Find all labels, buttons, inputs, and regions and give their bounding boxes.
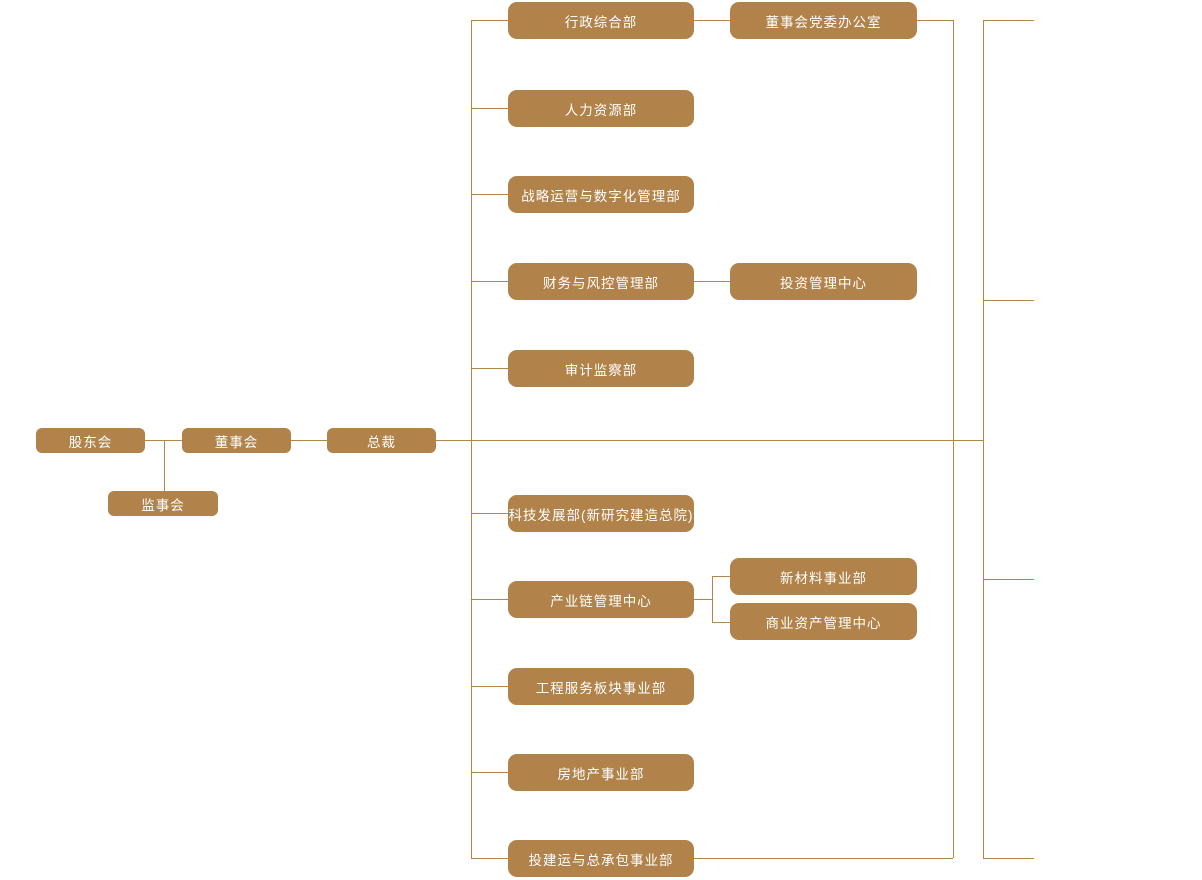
node-commercial-asset-center: 商业资产管理中心 bbox=[730, 603, 917, 640]
node-president: 总裁 bbox=[327, 428, 436, 453]
connector-left-trunk bbox=[471, 20, 472, 858]
connector-right-stub-2 bbox=[983, 300, 1034, 301]
node-audit-supervision-dept: 审计监察部 bbox=[508, 350, 694, 387]
connector-right-trunk-b bbox=[983, 20, 984, 858]
node-board-of-directors: 董事会 bbox=[182, 428, 291, 453]
connector-stub-finance bbox=[471, 281, 508, 282]
connector-right-stub-3 bbox=[983, 579, 1034, 580]
connector-board-president bbox=[291, 440, 327, 441]
node-industry-chain-center: 产业链管理中心 bbox=[508, 581, 694, 618]
connector-stub-chain bbox=[471, 599, 508, 600]
connector-shareholders-board bbox=[145, 440, 182, 441]
node-tech-development-dept: 科技发展部(新研究建造总院) bbox=[508, 495, 694, 532]
connector-stub-hr bbox=[471, 108, 508, 109]
node-new-materials-div: 新材料事业部 bbox=[730, 558, 917, 595]
connector-admin-partyoffice bbox=[694, 20, 730, 21]
connector-stub-engineering bbox=[471, 686, 508, 687]
connector-finance-investment bbox=[694, 281, 730, 282]
connector-stub-realestate bbox=[471, 772, 508, 773]
connector-partyoffice-trunk-a bbox=[917, 20, 953, 21]
connector-stub-admin bbox=[471, 20, 508, 21]
connector-right-trunk-a bbox=[953, 20, 954, 858]
connector-bottom-line bbox=[471, 858, 953, 859]
connector-chain-commercial bbox=[712, 622, 730, 623]
connector-main-spine bbox=[436, 440, 983, 441]
node-admin-general-dept: 行政综合部 bbox=[508, 2, 694, 39]
connector-right-stub-1 bbox=[983, 20, 1034, 21]
connector-stub-tech bbox=[471, 513, 508, 514]
connector-chain-out bbox=[694, 599, 712, 600]
connector-chain-branch bbox=[712, 576, 713, 622]
node-engineering-services-div: 工程服务板块事业部 bbox=[508, 668, 694, 705]
node-investment-mgmt-center: 投资管理中心 bbox=[730, 263, 917, 300]
node-investment-construction-epc-div: 投建运与总承包事业部 bbox=[508, 840, 694, 877]
connector-supervisory-drop bbox=[164, 440, 165, 491]
node-real-estate-div: 房地产事业部 bbox=[508, 754, 694, 791]
node-strategy-ops-digital-dept: 战略运营与数字化管理部 bbox=[508, 176, 694, 213]
node-supervisory-board: 监事会 bbox=[108, 491, 218, 516]
connector-stub-strategy bbox=[471, 194, 508, 195]
connector-stub-audit bbox=[471, 368, 508, 369]
connector-chain-materials bbox=[712, 576, 730, 577]
node-shareholders-meeting: 股东会 bbox=[36, 428, 145, 453]
node-board-party-committee-office: 董事会党委办公室 bbox=[730, 2, 917, 39]
connector-right-stub-4 bbox=[983, 858, 1034, 859]
node-hr-dept: 人力资源部 bbox=[508, 90, 694, 127]
node-finance-risk-dept: 财务与风控管理部 bbox=[508, 263, 694, 300]
